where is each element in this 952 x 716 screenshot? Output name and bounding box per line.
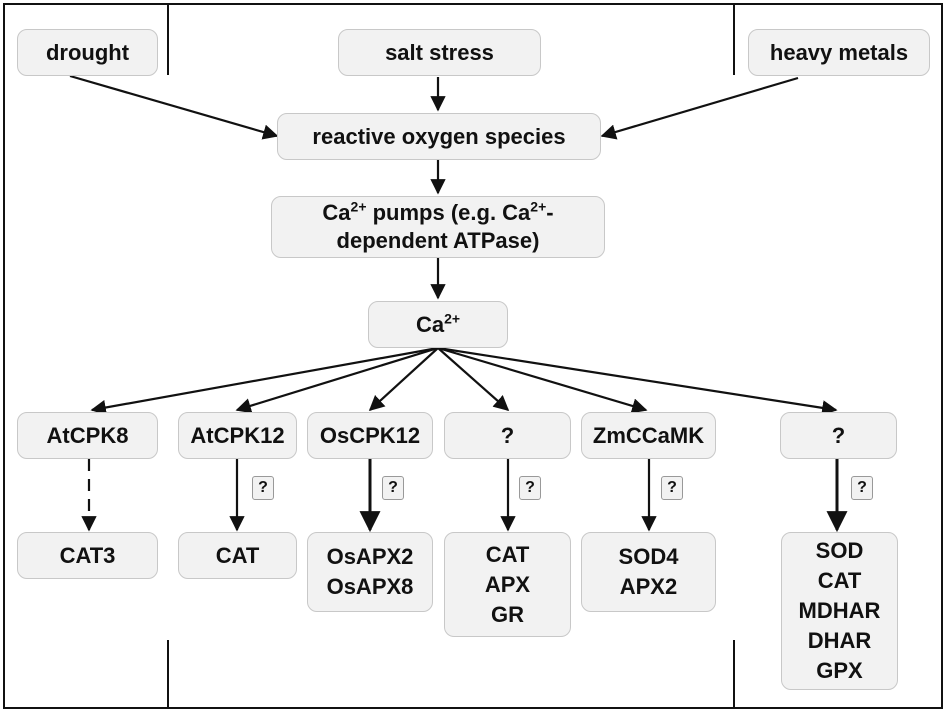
kinase-node: ?: [444, 412, 571, 459]
calcium-pumps-node: Ca2+ pumps (e.g. Ca2+- dependent ATPase): [271, 196, 605, 258]
arrow-calcium-to-zmccamk: [437, 346, 648, 414]
kinase-node: ?: [780, 412, 897, 459]
divider-bottom-left: [167, 640, 169, 709]
unknown-link-marker: ?: [661, 476, 683, 500]
salt-stress-node: salt stress: [338, 29, 541, 76]
kinase-node: ZmCCaMK: [581, 412, 716, 459]
unknown-link-marker: ?: [382, 476, 404, 500]
pumps-line1: Ca2+ pumps (e.g. Ca2+-: [322, 198, 554, 225]
kinase-node: OsCPK12: [307, 412, 433, 459]
arrow-calcium-to-unknown1: [437, 347, 510, 412]
arrow-metals-to-ros: [600, 76, 799, 140]
kinase-node: AtCPK8: [17, 412, 158, 459]
arrow-drought-to-ros: [69, 74, 279, 140]
arrow-calcium-to-atcpk12: [235, 346, 439, 414]
divider-bottom-right: [733, 640, 735, 709]
drought-node: drought: [17, 29, 158, 76]
unknown-link-marker: ?: [519, 476, 541, 500]
target-node: SOD CAT MDHAR DHAR GPX: [781, 532, 898, 690]
target-node: CAT3: [17, 532, 158, 579]
divider-top-left: [167, 3, 169, 75]
arrow-calcium-to-oscpk12: [368, 347, 439, 412]
heavy-metals-node: heavy metals: [748, 29, 930, 76]
target-node: OsAPX2 OsAPX8: [307, 532, 433, 612]
calcium-node: Ca2+: [368, 301, 508, 348]
arrow-calcium-to-unknown2: [437, 346, 838, 416]
unknown-link-marker: ?: [252, 476, 274, 500]
target-node: CAT: [178, 532, 297, 579]
target-node: CAT APX GR: [444, 532, 571, 637]
kinase-node: AtCPK12: [178, 412, 297, 459]
arrow-calcium-to-atcpk8: [90, 346, 439, 416]
unknown-link-marker: ?: [851, 476, 873, 500]
ros-node: reactive oxygen species: [277, 113, 601, 160]
divider-top-right: [733, 3, 735, 75]
pumps-line2: dependent ATPase): [336, 228, 540, 253]
outer-frame: [3, 3, 943, 709]
target-node: SOD4 APX2: [581, 532, 716, 612]
